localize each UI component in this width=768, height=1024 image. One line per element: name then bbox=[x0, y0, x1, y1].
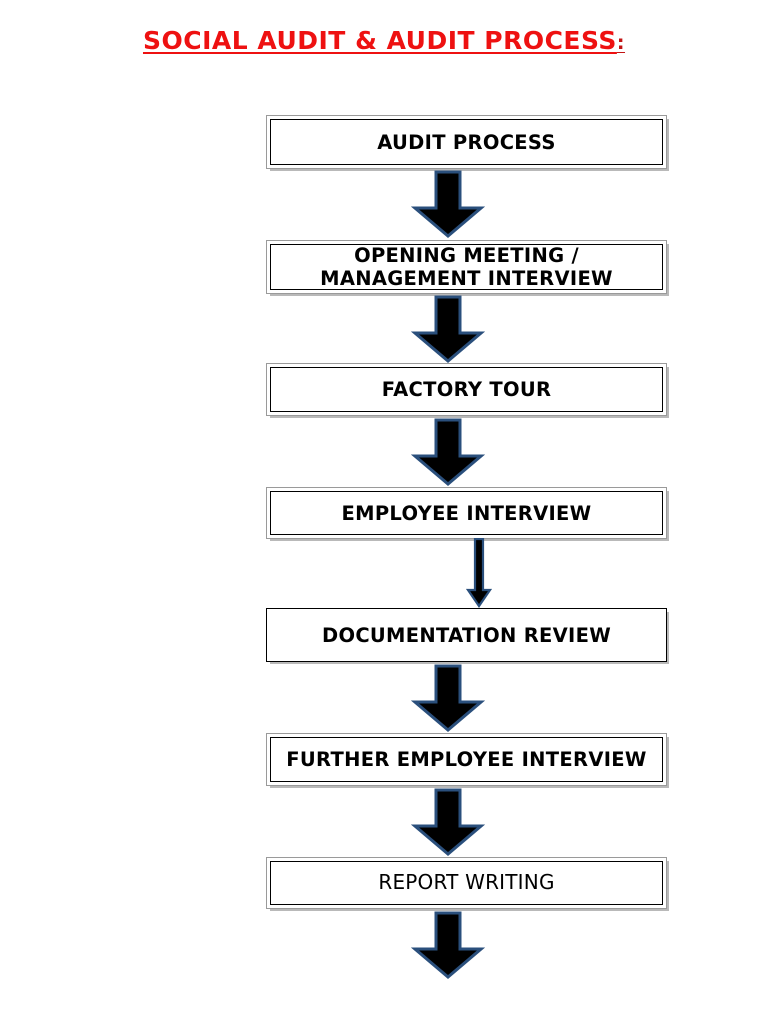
node-frame-inner: FURTHER EMPLOYEE INTERVIEW bbox=[270, 737, 663, 782]
flow-node-report-writing[interactable]: REPORT WRITING bbox=[266, 857, 667, 909]
flow-connector-arrow-down bbox=[411, 664, 485, 732]
flow-connector-arrow-down bbox=[411, 788, 485, 856]
flow-connector-arrow-down-thin bbox=[466, 538, 492, 608]
flow-node-label: FURTHER EMPLOYEE INTERVIEW bbox=[286, 748, 647, 771]
flow-connector-arrow-down bbox=[411, 295, 485, 363]
flow-node-label: EMPLOYEE INTERVIEW bbox=[341, 501, 592, 525]
node-frame-inner: EMPLOYEE INTERVIEW bbox=[270, 491, 663, 535]
flow-node-employee-interview[interactable]: EMPLOYEE INTERVIEW bbox=[266, 487, 667, 539]
flow-node-label: OPENING MEETING / MANAGEMENT INTERVIEW bbox=[320, 244, 613, 290]
flow-node-opening-meeting[interactable]: OPENING MEETING / MANAGEMENT INTERVIEW bbox=[266, 240, 667, 294]
page-title: SOCIAL AUDIT & AUDIT PROCESS: bbox=[0, 26, 768, 55]
node-frame-inner: DOCUMENTATION REVIEW bbox=[267, 609, 666, 661]
page-title-text: SOCIAL AUDIT & AUDIT PROCESS bbox=[142, 26, 617, 55]
page-title-colon: : bbox=[616, 32, 626, 54]
flow-node-label: FACTORY TOUR bbox=[381, 378, 552, 401]
node-frame-inner: FACTORY TOUR bbox=[270, 367, 663, 412]
flow-node-label: DOCUMENTATION REVIEW bbox=[321, 623, 612, 647]
node-frame-inner: REPORT WRITING bbox=[270, 861, 663, 905]
flow-node-further-employee-interview[interactable]: FURTHER EMPLOYEE INTERVIEW bbox=[266, 733, 667, 786]
flow-node-factory-tour[interactable]: FACTORY TOUR bbox=[266, 363, 667, 416]
flow-node-label: REPORT WRITING bbox=[378, 870, 555, 895]
node-frame-inner: OPENING MEETING / MANAGEMENT INTERVIEW bbox=[270, 244, 663, 290]
flow-connector-arrow-down bbox=[411, 418, 485, 486]
flow-connector-arrow-down-terminal bbox=[411, 911, 485, 979]
flow-node-audit-process[interactable]: AUDIT PROCESS bbox=[266, 115, 667, 169]
node-frame-inner: AUDIT PROCESS bbox=[270, 119, 663, 165]
flow-node-label: AUDIT PROCESS bbox=[377, 130, 556, 154]
flow-node-documentation-review[interactable]: DOCUMENTATION REVIEW bbox=[266, 608, 667, 662]
flow-connector-arrow-down bbox=[411, 170, 485, 238]
